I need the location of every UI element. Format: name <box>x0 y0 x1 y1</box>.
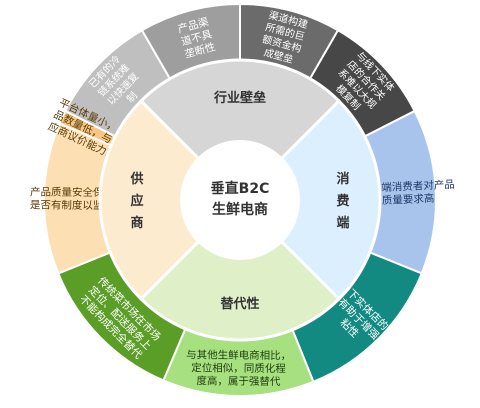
inner-label-industry: 行业壁垒 <box>213 90 266 106</box>
outer-text-line: 是否有制度以监测 <box>30 198 114 212</box>
inner-label-substitute: 替代性 <box>220 296 259 312</box>
inner-label-char: 费 <box>336 193 349 209</box>
inner-label-char: 端 <box>336 215 349 231</box>
outer-text-line: 中高端消费者对产品 <box>360 178 455 195</box>
outer-text-line: 与其他生鲜电商相比， <box>186 348 291 362</box>
outer-text-line: 质量要求高 <box>382 192 435 207</box>
inner-label-consumer: 消费端 <box>336 171 349 231</box>
center-title-line1: 垂直B2C <box>211 180 270 197</box>
inner-label-char: 应 <box>130 193 143 209</box>
inner-label-char: 消 <box>336 171 349 187</box>
outer-text-line: 度高，属于强替代 <box>196 374 281 388</box>
inner-label-char: 商 <box>130 215 143 231</box>
center-circle <box>180 140 300 260</box>
outer-text-line: 产品质量安全保障 <box>30 185 115 199</box>
center-title-line2: 生鲜电商 <box>212 201 268 218</box>
inner-label-supply: 供应商 <box>129 171 143 231</box>
inner-label-char: 供 <box>129 171 143 187</box>
outer-text-line: 定位相似，同质化程 <box>191 361 286 375</box>
